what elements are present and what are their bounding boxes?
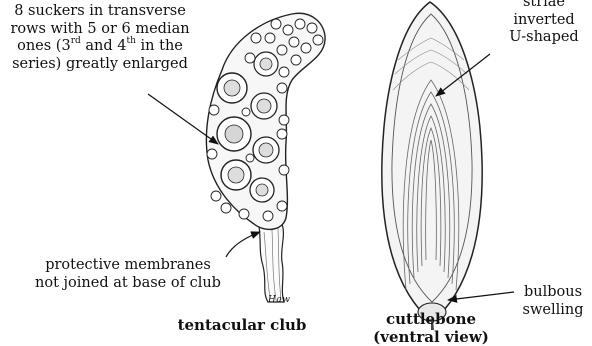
suckers-label-line2: rows with 5 or 6 median xyxy=(0,21,200,39)
striae-label-line1: striae xyxy=(496,0,592,12)
cuttlebone-drawing xyxy=(382,2,482,330)
membranes-label-line1: protective membranes xyxy=(18,257,238,275)
suckers-label-line3: ones (3rd and 4th in the xyxy=(0,38,200,56)
suckers-label: 8 suckers in transverse rows with 5 or 6… xyxy=(0,3,200,73)
cuttlebone-outline xyxy=(382,2,482,322)
swelling-label: bulbous swelling xyxy=(514,284,592,319)
artist-signature: Haw xyxy=(268,295,290,305)
striae-label-line2: inverted xyxy=(496,12,592,30)
swelling-leader-arrow xyxy=(448,292,514,300)
membranes-label-line2: not joined at base of club xyxy=(18,275,238,293)
striae-label: striae inverted U-shaped xyxy=(496,0,592,47)
swelling-label-line2: swelling xyxy=(514,302,592,320)
cuttlebone-caption-line1: cuttlebone xyxy=(356,310,506,328)
striae-label-line3: U-shaped xyxy=(496,29,592,47)
suckers-label-line1: 8 suckers in transverse xyxy=(0,3,200,21)
suckers-label-line4: series) greatly enlarged xyxy=(0,56,200,74)
membranes-label: protective membranes not joined at base … xyxy=(18,257,238,292)
tentacular-club-caption: tentacular club xyxy=(162,316,322,334)
membranes-leader-arrow xyxy=(226,232,260,257)
swelling-label-line1: bulbous xyxy=(514,284,592,302)
cuttlebone-caption-line2: (ventral view) xyxy=(356,328,506,346)
cuttlebone-caption: cuttlebone (ventral view) xyxy=(356,310,506,346)
